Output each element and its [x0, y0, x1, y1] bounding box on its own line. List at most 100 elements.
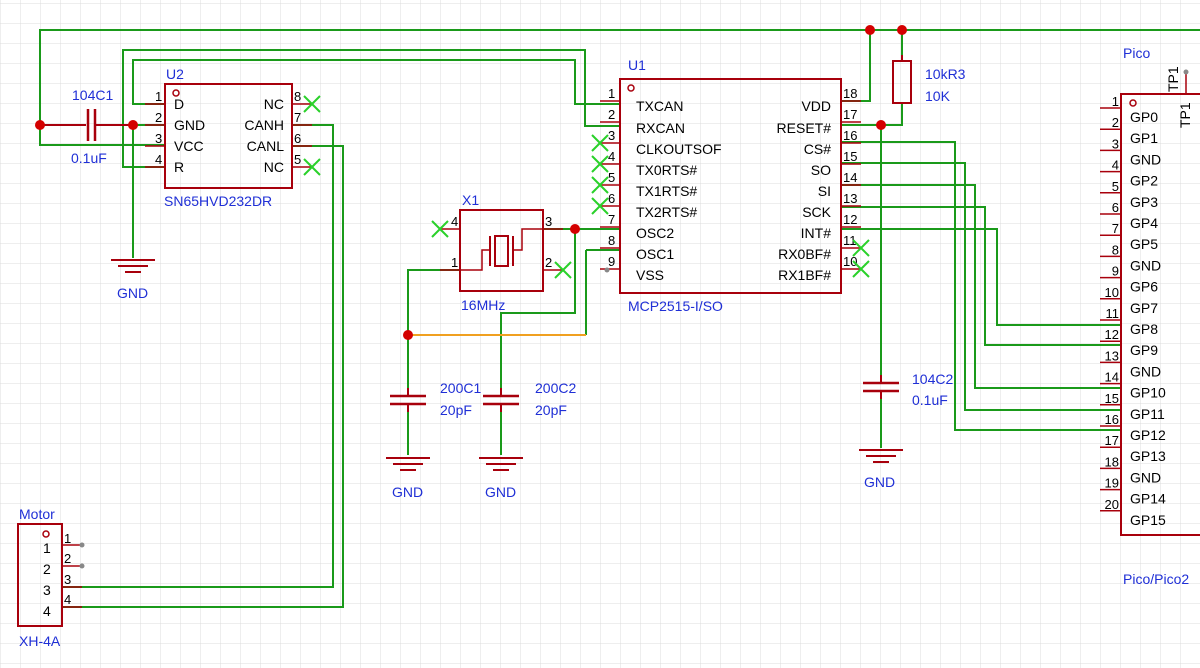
pico-pins: 1GP02GP13GND4GP25GP36GP47GP58GND9GP610GP… [1100, 94, 1166, 528]
u2-pin-r: R [174, 159, 184, 175]
motor-pin-num: 3 [64, 572, 71, 587]
pico-pin-num: 20 [1105, 497, 1119, 512]
gnd-symbol-u2: GND [111, 259, 155, 301]
wire-txcan [132, 59, 620, 105]
pico-pin-label: GP9 [1130, 342, 1158, 358]
u1-pin-rxcan: RXCAN [636, 120, 685, 136]
pico-pin-num: 2 [1112, 115, 1119, 130]
pico-pin-label: GP14 [1130, 491, 1166, 507]
u2-pin-num: 4 [155, 152, 162, 167]
pico-part: Pico/Pico2 [1123, 571, 1189, 587]
pico-pin-label: GND [1130, 151, 1161, 167]
junction-dot [865, 25, 875, 35]
wire-so [841, 162, 1120, 411]
gnd-symbol-c200c1: GND [386, 457, 430, 500]
pico-pin-num: 9 [1112, 264, 1119, 279]
pico-pin-num: 4 [1112, 158, 1119, 173]
x1-quartz [494, 235, 509, 267]
crystal-x1[interactable]: X1 16MHz 4 3 1 2 [440, 192, 563, 313]
c200c1-ref: 200C1 [440, 380, 481, 396]
u1-pin-num: 10 [843, 254, 857, 269]
junctions [35, 25, 907, 340]
pico-pin-label: GP12 [1130, 427, 1166, 443]
u2-pin1-dot [172, 89, 180, 97]
no-connect-mark [431, 220, 449, 238]
pico-pin-label: GP0 [1130, 109, 1158, 125]
junction-dot [403, 330, 413, 340]
no-connect-markers [303, 95, 870, 279]
junction-dot [35, 120, 45, 130]
capacitor-104c1[interactable]: 104C1 0.1uF [40, 87, 133, 166]
pico-pin1-dot [1129, 99, 1137, 107]
wire-vcc-top [39, 29, 1200, 125]
wire-si [841, 184, 1120, 389]
pico-pin-num: 14 [1105, 370, 1119, 385]
u1-pin-si: SI [818, 183, 831, 199]
wire-int [841, 228, 1120, 326]
u1-pin-num: 8 [608, 233, 615, 248]
u1-pin-so: SO [811, 162, 831, 178]
x1-pin-num: 2 [545, 255, 552, 270]
u2-pin-vcc: VCC [174, 138, 204, 154]
u2-pin-num: 7 [294, 110, 301, 125]
pico-pin-label: GP7 [1130, 300, 1158, 316]
c1-value: 0.1uF [71, 150, 107, 166]
wire-r3-bottom [841, 103, 903, 126]
x1-pin-num: 1 [451, 255, 458, 270]
u1-pin1-dot [627, 84, 635, 92]
pico-pin-label: GP3 [1130, 194, 1158, 210]
motor-pin1-end [79, 542, 85, 548]
u1-ref: U1 [628, 57, 646, 73]
pico-module[interactable]: Pico Pico/Pico2 TP1 TP1 1GP02GP13GND4GP2… [1100, 45, 1200, 587]
c200c2-ref: 200C2 [535, 380, 576, 396]
capacitor-104c2[interactable]: 104C2 0.1uF [863, 371, 953, 408]
motor-part: XH-4A [19, 633, 61, 649]
u1-pin-num: 5 [608, 170, 615, 185]
motor-pin-label: 1 [43, 540, 51, 556]
c1-ref: 104C1 [72, 87, 113, 103]
u1-pin-tx2rts: TX2RTS# [636, 204, 697, 220]
gnd-label: GND [485, 484, 516, 500]
no-connect-mark [852, 239, 870, 257]
capacitor-200c1[interactable]: 200C1 20pF [390, 380, 481, 418]
pico-pin-label: GP8 [1130, 321, 1158, 337]
pico-body [1120, 93, 1200, 536]
no-connect-mark [591, 155, 609, 173]
x1-pin-num: 4 [451, 214, 458, 229]
pico-pin-num: 19 [1105, 476, 1119, 491]
pico-pin-num: 7 [1112, 221, 1119, 236]
u1-pin-num: 15 [843, 149, 857, 164]
c200c1-value: 20pF [440, 402, 472, 418]
resistor-r3[interactable]: 10kR3 10K [892, 55, 966, 104]
u2-pin-nc1: NC [264, 96, 284, 112]
capacitor-200c2[interactable]: 200C2 20pF [483, 380, 576, 418]
gnd-symbol-c104c2: GND [859, 449, 903, 490]
motor-connector[interactable]: Motor XH-4A 1 2 3 4 1 2 3 4 [17, 506, 85, 649]
pico-pin-label: GP2 [1130, 173, 1158, 189]
u1-part: MCP2515-I/SO [628, 298, 723, 314]
wire-cs [841, 141, 1120, 431]
pico-pin-label: GND [1130, 469, 1161, 485]
pico-pin-label: GP1 [1130, 130, 1158, 146]
motor-pin1-dot [42, 530, 50, 538]
u1-pin-reset: RESET# [777, 120, 832, 136]
motor-ref: Motor [19, 506, 55, 522]
u1-pin-rx0bf: RX0BF# [778, 246, 831, 262]
u2-transceiver[interactable]: U2 SN65HVD232DR 1 2 3 4 8 7 6 5 D GND VC… [145, 66, 312, 209]
pico-tp-end [1183, 69, 1189, 75]
pico-pin-num: 5 [1112, 179, 1119, 194]
u2-pin-nc2: NC [264, 159, 284, 175]
c200c2-value: 20pF [535, 402, 567, 418]
u1-pin-num: 3 [608, 128, 615, 143]
u2-pin-canl: CANL [247, 138, 285, 154]
wire-rxcan [122, 49, 620, 168]
pico-pin-label: GP6 [1130, 279, 1158, 295]
pico-pin-num: 15 [1105, 391, 1119, 406]
u1-pin-num: 4 [608, 149, 615, 164]
pico-pin-num: 17 [1105, 433, 1119, 448]
pico-pin-label: GP10 [1130, 385, 1166, 401]
wire-canh [62, 124, 334, 588]
